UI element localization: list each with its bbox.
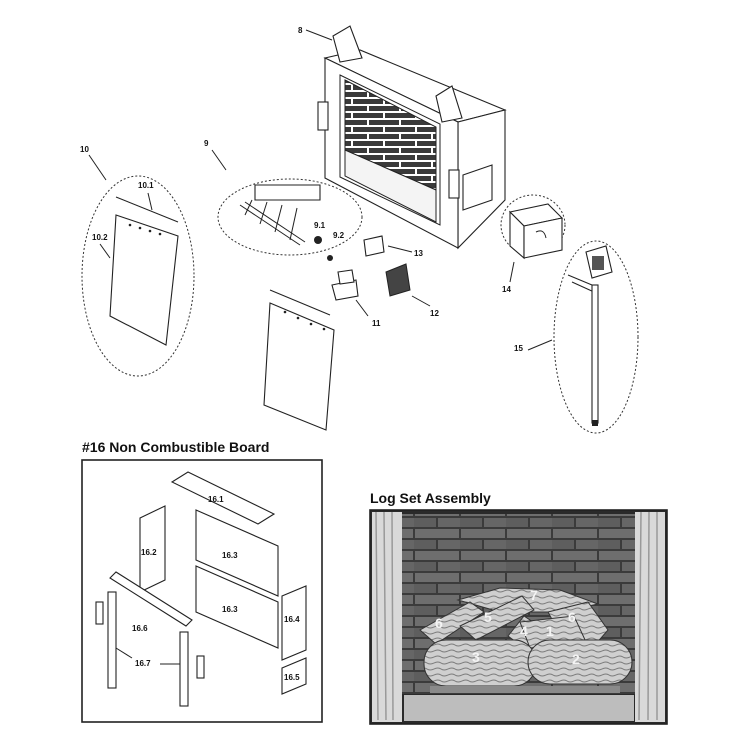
board-16-4: 16.4: [281, 585, 307, 661]
svg-text:6: 6: [568, 609, 576, 625]
panel-group-outline: [81, 175, 195, 377]
logset-ember-bed: [404, 695, 634, 721]
callout-13: 13: [414, 249, 423, 258]
control-box: [508, 203, 564, 260]
svg-text:16.2: 16.2: [141, 548, 157, 557]
svg-text:16.1: 16.1: [208, 495, 224, 504]
valve-group-outline: [553, 240, 639, 434]
valve-assembly: [567, 245, 613, 426]
board-16-3-lower: 16.3: [195, 565, 279, 649]
board-16-7: 16.7: [95, 591, 205, 707]
callout-14: 14: [502, 285, 511, 294]
part-12: [385, 263, 411, 297]
part-11: [331, 269, 359, 301]
callout-12: 12: [430, 309, 439, 318]
svg-text:3: 3: [472, 649, 480, 665]
panel-10: [109, 196, 179, 346]
svg-text:5: 5: [484, 609, 492, 625]
board-16-6: 16.6: [109, 571, 193, 633]
callout-10-2: 10.2: [92, 233, 108, 242]
svg-text:7: 7: [530, 587, 538, 603]
board-16-3-upper: 16.3: [195, 509, 279, 597]
svg-text:6: 6: [435, 615, 443, 631]
callout-10-1: 10.1: [138, 181, 154, 190]
callout-9-2: 9.2: [333, 231, 345, 240]
spare-panel: [263, 289, 335, 431]
svg-text:16.3: 16.3: [222, 605, 238, 614]
svg-text:16.4: 16.4: [284, 615, 300, 624]
logset-curtains: [372, 511, 665, 722]
board-16-5: 16.5: [281, 657, 307, 695]
svg-text:1: 1: [546, 623, 554, 639]
logset-numbers: 7 6 5 4 1 6 3 2: [435, 587, 580, 667]
logset-section-title: Log Set Assembly: [370, 490, 491, 506]
board-16-1: 16.1: [170, 471, 276, 525]
callout-10: 10: [80, 145, 89, 154]
callout-9: 9: [204, 139, 209, 148]
svg-text:4: 4: [520, 623, 528, 639]
callout-11: 11: [372, 319, 381, 328]
callout-15: 15: [514, 344, 523, 353]
callout-8: 8: [298, 26, 303, 35]
svg-text:16.3: 16.3: [222, 551, 238, 560]
part-13: [363, 235, 385, 257]
board-section-title: #16 Non Combustible Board: [82, 439, 269, 455]
burner-assembly: [239, 184, 333, 261]
logset-logs: [419, 587, 633, 693]
svg-text:16.5: 16.5: [284, 673, 300, 682]
firebox-assembly: [317, 25, 507, 250]
burner-group-outline: [217, 178, 363, 256]
svg-text:16.7: 16.7: [135, 659, 151, 668]
svg-text:16.6: 16.6: [132, 624, 148, 633]
callout-9-1: 9.1: [314, 221, 326, 230]
svg-text:2: 2: [572, 651, 580, 667]
board-16-2: 16.2: [139, 505, 166, 593]
